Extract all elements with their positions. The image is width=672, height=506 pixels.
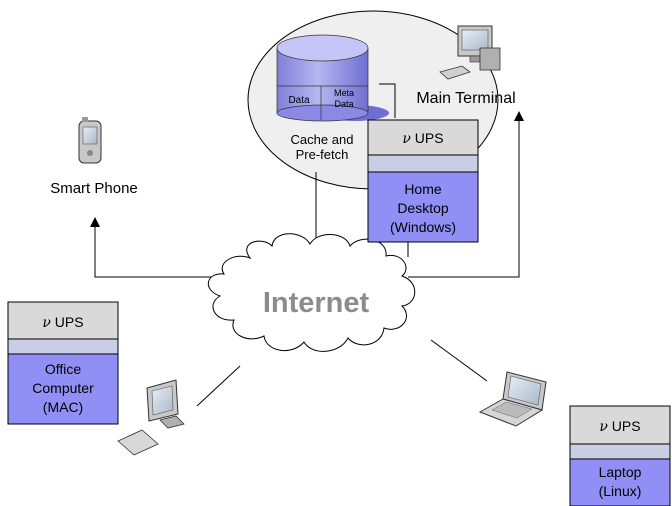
database-icon	[276, 34, 389, 122]
smart-phone-icon	[78, 117, 102, 164]
home-desktop-node: ν UPS Home Desktop (Windows)	[367, 119, 479, 243]
db-to-home-line	[379, 83, 396, 118]
cache-label-line1: Cache and	[291, 132, 354, 147]
meta-label-line2: Data	[334, 99, 353, 109]
internet-label: Internet	[263, 287, 370, 319]
internet-to-phone-arrow	[90, 217, 232, 278]
office-computer-icon	[117, 379, 185, 456]
laptop-node-box	[569, 458, 671, 506]
home-node-box	[367, 171, 479, 243]
cache-label-line2: Pre-fetch	[296, 147, 349, 162]
laptop-node: ν UPS Laptop (Linux)	[569, 405, 671, 506]
laptop-label-line1: Laptop	[599, 464, 642, 480]
main-terminal-icon	[439, 25, 501, 80]
office-node-box	[7, 353, 119, 425]
home-ups-label: ν UPS	[402, 130, 443, 147]
laptop-icon	[478, 371, 547, 427]
internet-to-office-line	[196, 365, 241, 407]
laptop-label-line2: (Linux)	[599, 483, 642, 499]
office-label-line2: Computer	[32, 380, 94, 396]
internet-to-laptop-line	[430, 339, 488, 382]
home-ups-box	[367, 119, 479, 156]
main-terminal-label: Main Terminal	[416, 90, 515, 107]
office-computer-node: ν UPS Office Computer (MAC)	[7, 301, 119, 425]
office-ups-band	[7, 338, 119, 355]
office-label-line3: (MAC)	[43, 399, 83, 415]
office-ups-label: ν UPS	[42, 314, 83, 331]
office-ups-box	[7, 301, 119, 340]
laptop-ups-band	[569, 443, 671, 460]
home-label-line3: (Windows)	[390, 219, 456, 235]
office-label-line1: Office	[45, 361, 82, 377]
internet-to-terminal-arrow	[408, 111, 524, 278]
internet-cloud: Internet	[208, 233, 416, 352]
meta-label-line1: Meta	[334, 88, 354, 98]
home-label-line1: Home	[404, 181, 442, 197]
smart-phone-label: Smart Phone	[50, 180, 138, 197]
connection-lines	[90, 83, 524, 407]
home-ups-band	[367, 154, 479, 173]
data-label: Data	[288, 95, 310, 106]
laptop-ups-label: ν UPS	[599, 418, 640, 435]
cache-prefetch-group: Data Meta Data Cache and Pre-fetch	[247, 10, 499, 190]
home-label-line2: Desktop	[397, 200, 449, 216]
laptop-ups-box	[569, 405, 671, 445]
